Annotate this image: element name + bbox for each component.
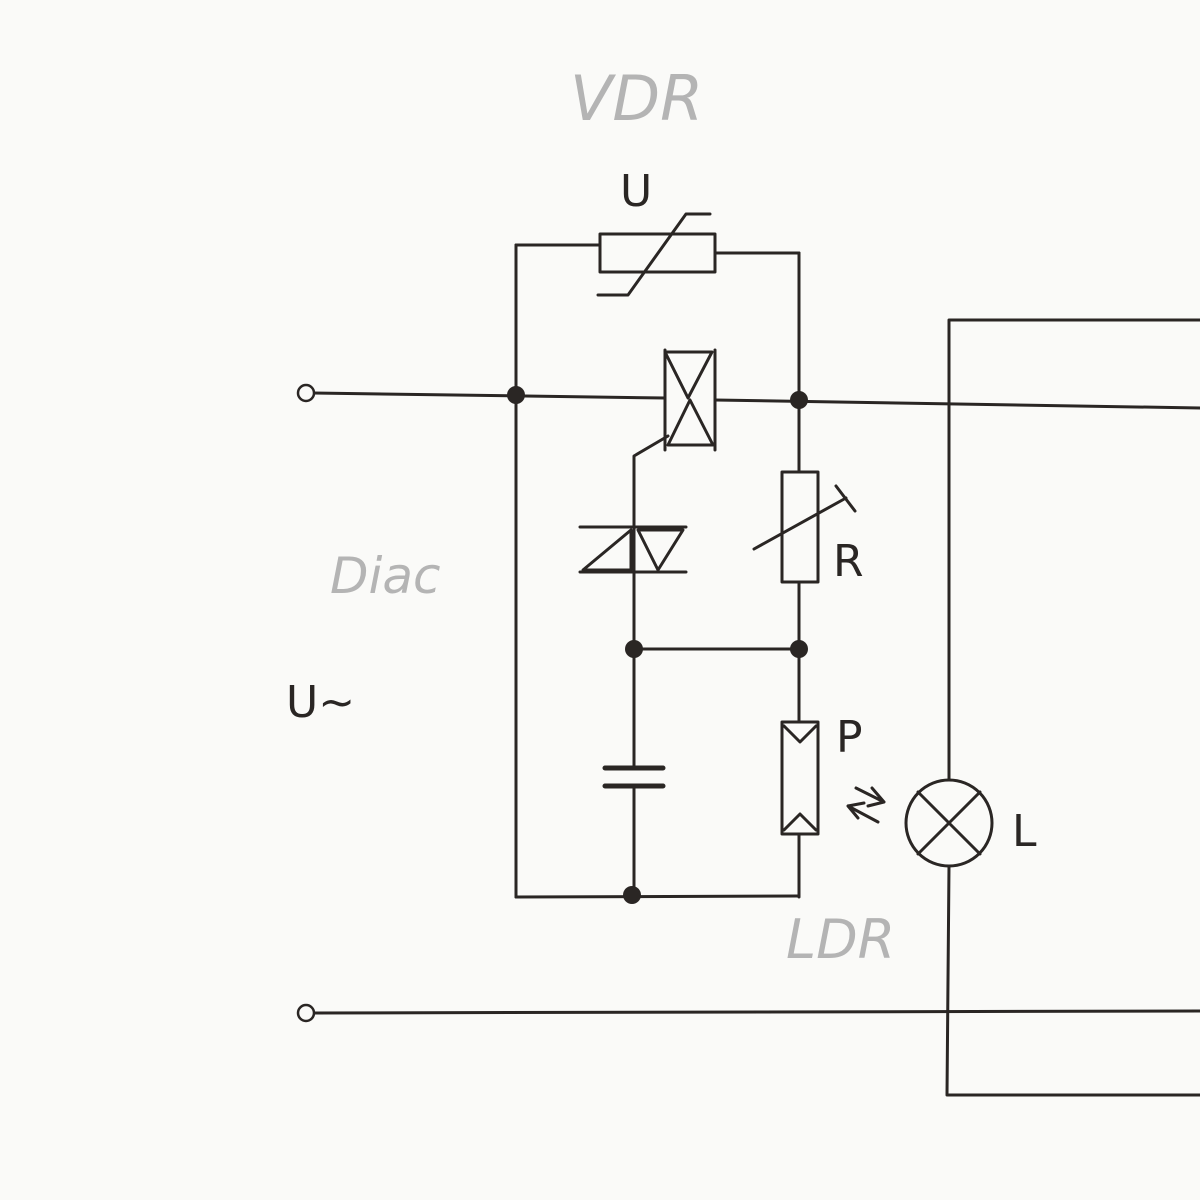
gate-lead-wire (632, 434, 670, 642)
varistor-branch-wire (514, 243, 801, 255)
varistor-label: U (620, 166, 652, 217)
vdr-annotation: VDR (570, 62, 703, 135)
bottom-supply-wire (311, 1009, 1200, 1015)
capacitor (602, 765, 666, 789)
lamp-label: L (1012, 806, 1037, 857)
varistor (596, 212, 717, 297)
bottom-return-wire (514, 894, 801, 899)
supply-label: U~ (286, 677, 355, 728)
wires (311, 243, 1200, 1097)
diac-annotation: Diac (330, 547, 441, 605)
triac (663, 348, 717, 452)
junction-dots (507, 386, 808, 904)
ldr-annotation: LDR (786, 908, 895, 971)
bottom-terminal (296, 1003, 316, 1023)
top-terminal (296, 383, 316, 403)
top-supply-wire (311, 391, 1200, 410)
resistor-label: R (833, 536, 864, 587)
adjustable-resistor (752, 470, 857, 584)
photoresistor (780, 720, 820, 836)
lamp-loop-wire (945, 318, 1200, 1097)
photoresistor-label: P (836, 712, 863, 763)
diac (578, 525, 688, 574)
lamp (904, 778, 994, 868)
supply-terminals (296, 383, 316, 1023)
light-arrows-icon (846, 786, 886, 824)
